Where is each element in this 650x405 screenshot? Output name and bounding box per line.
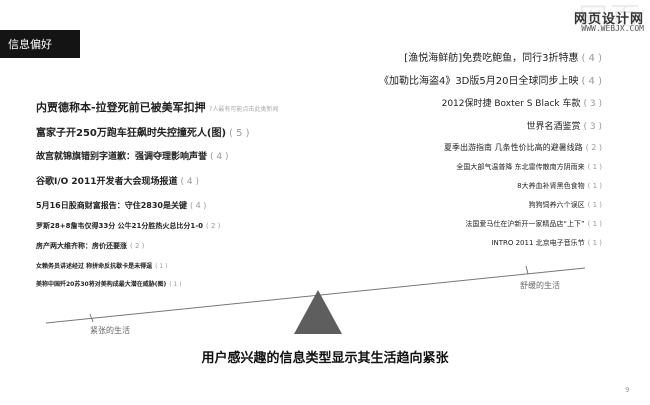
news-title: 美称中国歼20苏30将对美构成最大潜在威胁(图)	[36, 281, 167, 288]
relaxed-life-label: 舒缓的生活	[520, 281, 560, 290]
news-title: 罗斯28+8詹韦仅得33分 公牛21分胜热火总比分1-0	[36, 222, 204, 230]
click-count: ( 4 )	[210, 152, 229, 162]
list-item[interactable]: 谷歌I/O 2011开发者大会现场报道( 4 )	[36, 178, 199, 187]
news-title: 全国大部气温普降 东北雷传散南方阴雨来	[456, 163, 585, 171]
click-count: ( 1 )	[587, 201, 602, 209]
beam-tick-left	[89, 313, 94, 323]
list-item[interactable]: 《加勒比海盗4》3D版5月20日全球同步上映( 4 )	[379, 77, 602, 87]
list-item[interactable]: INTRO 2011 北京电子音乐节( 1 )	[491, 240, 602, 247]
click-count: ( 1 )	[587, 220, 602, 228]
list-item[interactable]: 2012保时捷 Boxter S Black 车款( 3 )	[442, 100, 602, 109]
list-item[interactable]: 世界名酒鉴赏( 3 )	[527, 123, 603, 132]
list-item[interactable]: 8大养血补肾黑色食物( 1 )	[517, 183, 602, 190]
news-title: INTRO 2011 北京电子音乐节	[491, 239, 585, 247]
click-count: ( 1 )	[587, 239, 602, 247]
click-count: ( 1 )	[587, 163, 602, 171]
list-item[interactable]: 狗狗饲养六个误区( 1 )	[529, 202, 602, 209]
click-count: ( 4 )	[581, 76, 602, 87]
watermark-ghost-text: 网页	[578, 2, 642, 37]
click-count: ( 1 )	[155, 263, 168, 270]
news-title: 谷歌I/O 2011开发者大会现场报道	[36, 177, 178, 187]
click-count: ( 3 )	[583, 99, 602, 109]
beam-tick-right	[525, 265, 529, 275]
list-item[interactable]: 女赖务员讲述经过 称拼命反抗歇卡是未得逞( 1 )	[36, 264, 167, 270]
click-count: ( 4 )	[189, 201, 207, 210]
click-count: ( 5 )	[229, 128, 250, 139]
list-item[interactable]: 房产两大维齐称：房价还要涨( 2 )	[36, 243, 144, 250]
click-count: ( 2 )	[585, 143, 602, 152]
site-watermark: 网页 网页设计网 WWW.WEBJX.COM	[520, 0, 650, 37]
list-item[interactable]: [渔悦海鲜舫]免费吃鲍鱼，同行3折特惠( 4 )	[404, 54, 602, 64]
section-tag: 信息偏好	[0, 30, 80, 58]
list-item[interactable]: 富家子开250万跑车狂飙时失控撞死人(图)( 5 )	[36, 129, 250, 139]
watermark-url: WWW.WEBJX.COM	[581, 24, 644, 33]
slide-caption: 用户感兴趣的信息类型显示其生活趋向紧张	[201, 351, 449, 366]
click-count: ( 2 )	[206, 222, 221, 230]
news-title: 8大养血补肾黑色食物	[517, 182, 585, 190]
leisure-news-list: [渔悦海鲜舫]免费吃鲍鱼，同行3折特惠( 4 ) 《加勒比海盗4》3D版5月20…	[379, 54, 603, 247]
news-title: 法国爱马仕在沪新开一家精品店“上下”	[465, 220, 585, 228]
click-count: ( 1 )	[587, 182, 602, 190]
list-item[interactable]: 美称中国歼20苏30将对美构成最大潜在威胁(图)( 1 )	[36, 282, 182, 288]
tense-life-label: 紧张的生活	[90, 326, 130, 335]
click-count: ( 4 )	[180, 177, 199, 187]
news-title: 富家子开250万跑车狂飙时失控撞死人(图)	[36, 128, 227, 139]
list-item[interactable]: 法国爱马仕在沪新开一家精品店“上下”( 1 )	[465, 221, 602, 228]
list-item[interactable]: 5月16日股商财富报告：守住2830是关键( 4 )	[36, 202, 206, 210]
news-title: 狗狗饲养六个误区	[528, 201, 585, 209]
news-title: 故宫就锦旗错别字道歉：强调夺理影响声誉	[36, 152, 208, 162]
click-count: ( 4 )	[581, 53, 602, 64]
list-item[interactable]: 故宫就锦旗错别字道歉：强调夺理影响声誉( 4 )	[36, 153, 229, 162]
list-item[interactable]: 全国大部气温普降 东北雷传散南方阴雨来( 1 )	[456, 164, 602, 171]
list-item[interactable]: 夏季出游指南 几条性价比高的避暑线路( 2 )	[444, 144, 602, 152]
click-count: ( 3 )	[583, 122, 602, 132]
click-count: ( 1 )	[169, 281, 182, 288]
news-title: 5月16日股商财富报告：守住2830是关键	[36, 201, 187, 210]
news-title: 房产两大维齐称：房价还要涨	[36, 242, 127, 250]
seesaw-fulcrum	[294, 290, 342, 334]
news-title: 2012保时捷 Boxter S Black 车款	[441, 99, 581, 109]
news-title: 世界名酒鉴赏	[526, 122, 581, 132]
click-count: ( 2 )	[130, 242, 145, 250]
news-title: 女赖务员讲述经过 称拼命反抗歇卡是未得逞	[36, 263, 153, 270]
news-title: 《加勒比海盗4》3D版5月20日全球同步上映	[378, 76, 579, 87]
watermark-title: 网页设计网	[573, 12, 644, 27]
news-title: 夏季出游指南 几条性价比高的避暑线路	[444, 143, 583, 152]
news-title: 内贾德称本-拉登死前已被美军扣押	[36, 101, 206, 114]
list-item[interactable]: 罗斯28+8詹韦仅得33分 公牛21分胜热火总比分1-0( 2 )	[36, 223, 220, 230]
news-title: [渔悦海鲜舫]免费吃鲍鱼，同行3折特惠	[404, 53, 579, 64]
news-note: 7人最有可能点击此类新闻	[208, 106, 279, 113]
page-number: 9	[625, 386, 630, 394]
